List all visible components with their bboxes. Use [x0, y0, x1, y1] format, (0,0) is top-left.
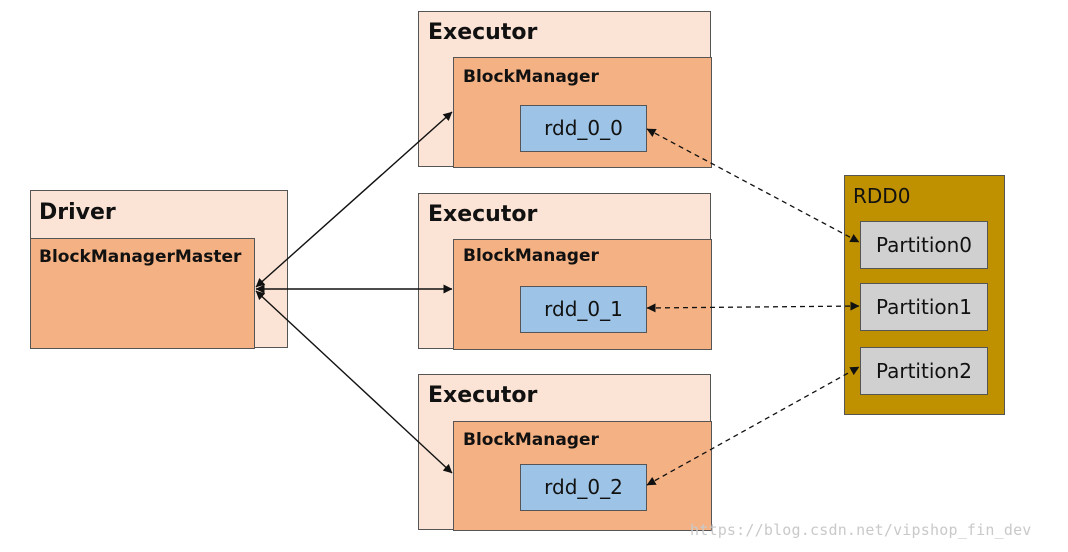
block-manager-master-label: BlockManagerMaster [39, 247, 242, 267]
partition-label-1: Partition1 [875, 295, 973, 319]
partition-0: Partition0 [860, 221, 988, 269]
partition-label-2: Partition2 [875, 359, 973, 383]
rdd0-box: RDD0 Partition0 Partition1 Partition2 [844, 175, 1005, 415]
block-manager-master-box: BlockManagerMaster [30, 238, 255, 349]
block0-partition0-arrow [646, 128, 860, 243]
rdd-block-1: rdd_0_1 [520, 286, 647, 333]
executor-title-0: Executor [428, 20, 538, 45]
partition-1: Partition1 [860, 283, 988, 331]
rdd0-title: RDD0 [853, 184, 911, 208]
block-manager-label-0: BlockManager [463, 67, 599, 87]
block1-partition1-arrow [646, 301, 860, 313]
driver-executor-0-arrow [255, 111, 453, 288]
driver-box: Driver BlockManagerMaster [30, 190, 288, 349]
block-manager-box-1: BlockManager rdd_0_1 [453, 239, 712, 350]
rdd-block-label-2: rdd_0_2 [544, 475, 623, 499]
rdd-block-2: rdd_0_2 [520, 464, 647, 511]
rdd-block-label-0: rdd_0_0 [544, 116, 623, 140]
partition-2: Partition2 [860, 347, 988, 395]
driver-title: Driver [39, 200, 116, 225]
rdd-block-0: rdd_0_0 [520, 105, 647, 152]
watermark: https://blog.csdn.net/vipshop_fin_dev [690, 521, 1032, 539]
block-manager-label-1: BlockManager [463, 246, 599, 266]
partition-label-0: Partition0 [875, 233, 973, 257]
block2-partition2-arrow [646, 366, 860, 486]
rdd-block-label-1: rdd_0_1 [544, 297, 623, 321]
block-manager-label-2: BlockManager [463, 430, 599, 450]
driver-executor-2-arrow [255, 290, 453, 474]
